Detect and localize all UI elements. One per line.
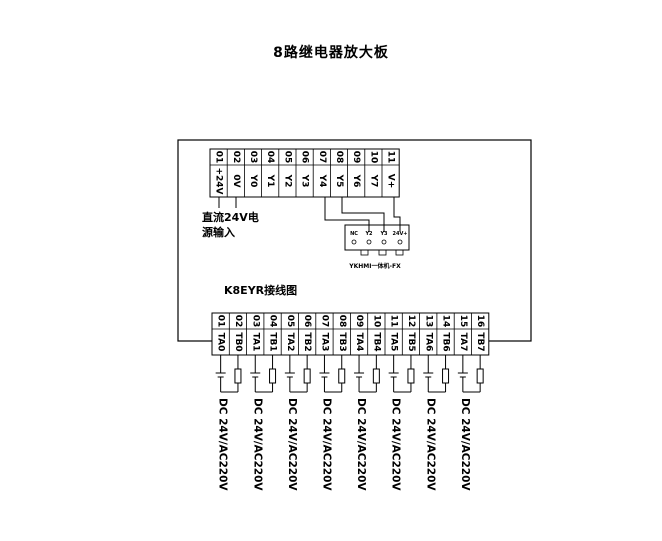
top-label-y7: Y7 [368,174,378,188]
wiring-title: K8EYR接线图 [224,283,297,297]
top-number-07: 07 [317,151,327,164]
top-number-04: 04 [265,151,275,164]
bottom-number-13: 13 [423,315,433,328]
output-circuit-5: DC 24V/AC220V [388,355,415,491]
module-pin-y2: Y2 [364,231,373,237]
top-number-11: 11 [386,151,396,164]
output-circuit-3: DC 24V/AC220V [319,355,346,491]
output-circuit-7: DC 24V/AC220V [457,355,484,491]
top-label-24v: +24V [214,167,224,194]
output-circuit-4: DC 24V/AC220V [354,355,380,491]
top-label-y5: Y5 [334,174,344,188]
bottom-number-12: 12 [406,315,416,328]
bottom-number-01: 01 [216,315,226,328]
bottom-label-tb0: TB0 [233,332,243,351]
supply-label-2: DC 24V/AC220V [286,398,298,491]
bottom-label-ta2: TA2 [285,333,295,352]
module-pin-y3: Y3 [379,231,388,237]
top-label-y0: Y0 [248,174,258,188]
top-number-02: 02 [231,151,241,164]
bottom-number-11: 11 [389,315,399,328]
bottom-number-04: 04 [268,315,278,328]
bottom-label-tb7: TB7 [475,332,485,351]
supply-label-6: DC 24V/AC220V [424,398,436,491]
output-circuits: DC 24V/AC220V DC 24V/AC220V DC 24V/AC220V D… [215,355,484,491]
top-label-y4: Y4 [317,174,327,188]
top-label-y6: Y6 [351,174,361,188]
top-number-08: 08 [334,151,344,164]
bottom-number-10: 10 [371,315,381,328]
top-label-y2: Y2 [282,174,292,188]
bottom-number-15: 15 [458,315,468,328]
output-circuit-2: DC 24V/AC220V [284,355,311,491]
top-label-v: V+ [386,174,396,189]
output-circuit-6: DC 24V/AC220V [423,355,450,491]
supply-label-1: DC 24V/AC220V [251,398,263,491]
page-title: 8路继电器放大板 [273,45,389,61]
supply-label-0: DC 24V/AC220V [217,398,229,491]
bottom-number-06: 06 [302,315,312,328]
top-number-06: 06 [300,151,310,164]
bottom-label-tb2: TB2 [302,332,312,351]
bottom-number-07: 07 [319,315,329,328]
bottom-label-ta3: TA3 [319,333,329,352]
top-number-01: 01 [214,151,224,164]
top-label-y1: Y1 [265,174,275,188]
bottom-label-ta7: TA7 [458,333,468,352]
bottom-number-03: 03 [250,315,260,328]
bottom-number-05: 05 [285,315,295,328]
bottom-label-ta5: TA5 [389,333,399,352]
supply-label-4: DC 24V/AC220V [355,398,367,491]
module-pin-nc: NC [350,231,358,237]
bottom-label-tb3: TB3 [337,332,347,351]
bottom-number-08: 08 [337,315,347,328]
bottom-number-16: 16 [475,315,485,328]
output-circuit-1: DC 24V/AC220V [250,355,277,491]
bottom-number-02: 02 [233,315,243,328]
power-note-line1: 直流24V电 [202,210,259,224]
top-number-05: 05 [282,151,292,164]
bottom-label-ta1: TA1 [250,333,260,352]
supply-label-7: DC 24V/AC220V [459,398,471,491]
supply-label-3: DC 24V/AC220V [320,398,332,491]
ykhmi-module: NC Y2 Y3 24V+ [344,224,410,256]
bottom-label-tb6: TB6 [441,332,451,351]
bottom-label-tb5: TB5 [406,332,416,351]
bottom-label-ta0: TA0 [216,333,226,352]
bottom-number-09: 09 [354,315,364,328]
top-label-0v: 0V [231,174,241,187]
bottom-label-tb1: TB1 [268,332,278,351]
power-note-line2: 源输入 [202,225,235,239]
top-number-09: 09 [351,151,361,164]
bottom-label-ta4: TA4 [354,333,364,352]
bottom-number-14: 14 [441,315,451,328]
bottom-label-ta6: TA6 [423,333,433,352]
module-pin-24v: 24V+ [392,231,407,237]
top-number-10: 10 [368,151,378,164]
supply-label-5: DC 24V/AC220V [390,398,402,491]
top-label-y3: Y3 [300,174,310,188]
module-name: YKHMI一体机-FX [348,262,401,270]
top-number-03: 03 [248,151,258,164]
bottom-label-tb4: TB4 [371,332,381,351]
output-circuit-0: DC 24V/AC220V [215,355,242,491]
